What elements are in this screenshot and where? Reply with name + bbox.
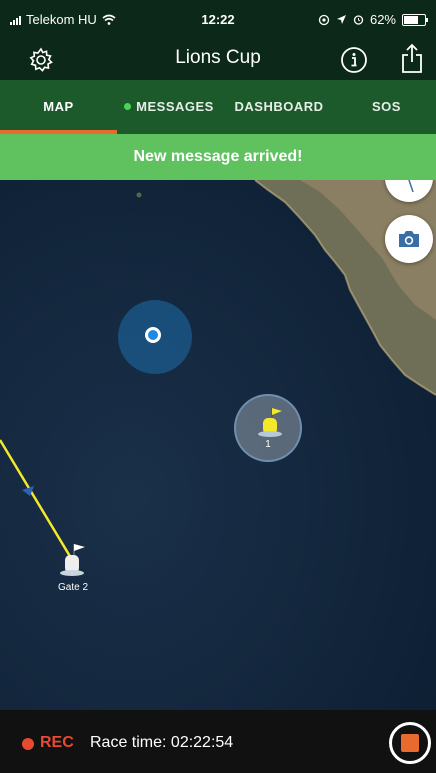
notification-banner[interactable]: New message arrived! <box>0 134 436 180</box>
settings-button[interactable] <box>27 46 55 74</box>
signal-icon <box>10 15 21 25</box>
alarm-icon <box>353 15 364 25</box>
tab-map-label: MAP <box>43 99 74 114</box>
info-icon <box>341 47 367 73</box>
tab-active-indicator <box>0 130 117 134</box>
compass-icon <box>408 180 414 193</box>
rec-indicator-icon <box>22 738 34 750</box>
camera-button[interactable] <box>385 215 433 263</box>
new-message-indicator <box>124 103 132 111</box>
status-bar: Telekom HU 12:22 62% <box>0 0 436 38</box>
race-time: Race time: 02:22:54 <box>90 734 234 751</box>
share-icon <box>402 43 422 73</box>
recording-bar: REC Race time: 02:22:54 <box>0 710 436 773</box>
current-location-icon[interactable] <box>145 327 161 343</box>
clock: 12:22 <box>201 12 235 27</box>
tab-messages[interactable]: MESSAGES <box>117 80 221 134</box>
orientation-lock-icon <box>318 14 330 25</box>
camera-icon <box>399 231 419 247</box>
carrier-info: Telekom HU <box>10 12 116 27</box>
stop-recording-button[interactable] <box>389 722 431 764</box>
app-title: Lions Cup <box>175 47 261 68</box>
battery-icon <box>402 13 428 26</box>
course-line <box>0 439 73 559</box>
nav-bar: Lions Cup <box>0 38 436 80</box>
tab-messages-label: MESSAGES <box>136 99 214 114</box>
gate-marker[interactable] <box>52 540 98 584</box>
gate-label: Gate 2 <box>57 582 89 593</box>
tab-map[interactable]: MAP <box>0 80 117 134</box>
status-right: 62% <box>318 12 428 27</box>
gate-flag-icon <box>60 544 85 576</box>
carrier-name: Telekom HU <box>26 12 97 27</box>
tab-dashboard[interactable]: DASHBOARD <box>221 80 337 134</box>
tab-bar: MAP MESSAGES DASHBOARD SOS <box>0 80 436 134</box>
buoy-marker[interactable] <box>234 394 302 462</box>
share-button[interactable] <box>398 42 426 73</box>
stop-icon <box>401 734 419 752</box>
buoy-flag-icon <box>258 408 282 437</box>
map-view[interactable]: 1 Gate 2 <box>0 180 436 710</box>
wifi-icon <box>102 14 116 25</box>
battery-percent: 62% <box>369 12 396 27</box>
tab-dashboard-label: DASHBOARD <box>234 99 324 114</box>
compass-button[interactable] <box>385 180 433 202</box>
buoy-label: 1 <box>265 439 271 450</box>
map-background <box>0 180 436 710</box>
info-button[interactable] <box>340 46 368 74</box>
tab-sos[interactable]: SOS <box>337 80 436 134</box>
rec-label: REC <box>40 734 74 751</box>
tab-sos-label: SOS <box>372 99 401 114</box>
location-arrow-icon <box>336 15 346 24</box>
gear-icon <box>29 47 53 72</box>
